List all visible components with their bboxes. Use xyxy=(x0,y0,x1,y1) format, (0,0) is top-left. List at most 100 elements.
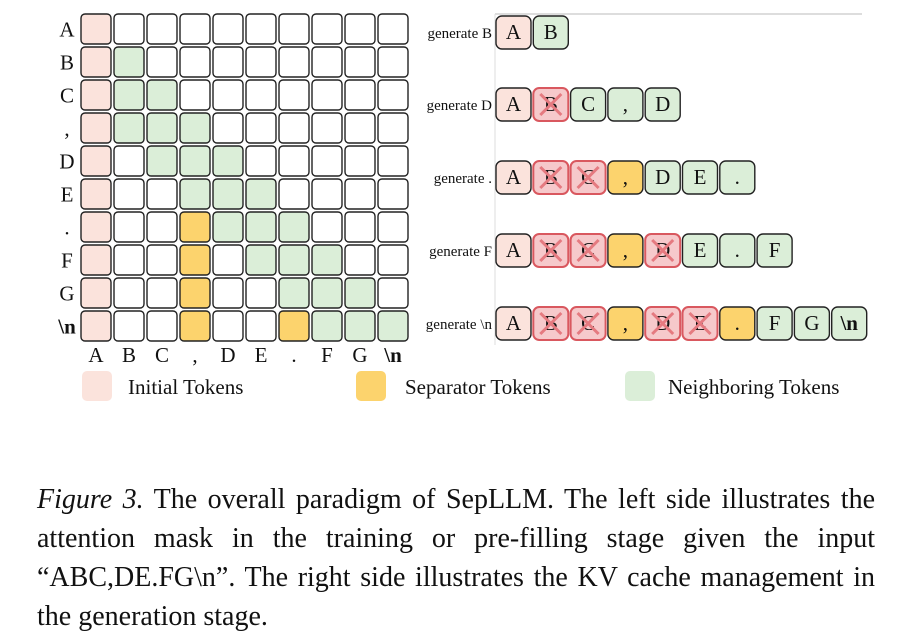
mask-cell xyxy=(113,277,145,309)
mask-cell xyxy=(80,277,112,309)
mask-cell xyxy=(113,112,145,144)
mask-cell xyxy=(146,112,178,144)
mask-cell xyxy=(146,13,178,45)
kv-cache-token: E xyxy=(694,165,707,189)
mask-cell xyxy=(80,46,112,78)
evicted-cross-icon xyxy=(651,238,675,263)
mask-cell xyxy=(311,145,343,177)
mask-cell xyxy=(179,112,211,144)
kv-cache-token: A xyxy=(506,311,522,335)
column-label: G xyxy=(352,343,367,367)
kv-cache-block xyxy=(681,160,719,195)
generation-label: generate \n xyxy=(426,317,493,333)
kv-cache-token: E xyxy=(694,238,707,262)
kv-cache-block xyxy=(793,306,831,341)
caption-prefix: Figure 3. xyxy=(37,484,144,515)
mask-cell xyxy=(311,13,343,45)
mask-cell xyxy=(377,13,409,45)
mask-cell xyxy=(146,79,178,111)
mask-cell xyxy=(179,46,211,78)
mask-cell xyxy=(146,178,178,210)
mask-cell xyxy=(245,178,277,210)
mask-cell xyxy=(80,112,112,144)
mask-cell xyxy=(80,145,112,177)
column-label: A xyxy=(88,343,104,367)
mask-cell xyxy=(179,277,211,309)
kv-cache-block xyxy=(532,15,569,50)
mask-cell xyxy=(245,277,277,309)
row-label: A xyxy=(59,18,75,42)
kv-cache-block xyxy=(756,306,793,341)
row-label: D xyxy=(59,150,74,174)
mask-cell xyxy=(344,79,376,111)
mask-cell xyxy=(278,277,310,309)
kv-cache-block xyxy=(607,306,644,341)
kv-cache-block xyxy=(495,160,532,195)
mask-cell xyxy=(311,310,343,342)
kv-cache-block xyxy=(756,233,793,268)
mask-cell xyxy=(245,244,277,276)
kv-cache-token: , xyxy=(623,165,628,189)
kv-cache-token: C xyxy=(581,92,595,116)
kv-cache-token: A xyxy=(506,165,522,189)
column-label: . xyxy=(291,343,296,367)
mask-cell xyxy=(179,310,211,342)
row-label: C xyxy=(60,84,74,108)
mask-cell xyxy=(212,277,244,309)
mask-cell xyxy=(146,211,178,243)
mask-cell xyxy=(311,79,343,111)
mask-cell xyxy=(212,145,244,177)
mask-cell xyxy=(344,211,376,243)
row-label: B xyxy=(60,51,74,75)
kv-cache-block xyxy=(719,233,756,268)
kv-cache-block xyxy=(644,160,681,195)
mask-cell xyxy=(311,277,343,309)
kv-cache-token: G xyxy=(804,311,819,335)
mask-cell xyxy=(146,310,178,342)
legend-label: Neighboring Tokens xyxy=(668,375,839,399)
mask-cell xyxy=(113,13,145,45)
legend-label: Separator Tokens xyxy=(405,375,551,399)
mask-cell xyxy=(278,310,310,342)
column-label: F xyxy=(321,343,333,367)
mask-cell xyxy=(311,112,343,144)
caption-text: The overall paradigm of SepLLM. The left… xyxy=(37,484,876,632)
legend-label: Initial Tokens xyxy=(128,375,243,399)
mask-cell xyxy=(344,310,376,342)
mask-cell xyxy=(80,211,112,243)
kv-cache-block xyxy=(644,87,681,122)
mask-cell xyxy=(179,178,211,210)
mask-cell xyxy=(278,145,310,177)
mask-cell xyxy=(212,13,244,45)
mask-cell xyxy=(311,178,343,210)
kv-cache-token: , xyxy=(623,238,628,262)
kv-cache-token: , xyxy=(623,311,628,335)
mask-cell xyxy=(344,145,376,177)
mask-cell xyxy=(377,79,409,111)
mask-cell xyxy=(113,211,145,243)
row-label: E xyxy=(61,183,74,207)
kv-cache-token: , xyxy=(623,92,628,116)
mask-cell xyxy=(344,13,376,45)
mask-cell xyxy=(311,211,343,243)
evicted-cross-icon xyxy=(539,238,563,263)
legend-swatch xyxy=(82,371,112,401)
mask-cell xyxy=(179,79,211,111)
kv-cache-block xyxy=(719,306,756,341)
mask-cell xyxy=(311,46,343,78)
mask-cell xyxy=(377,112,409,144)
mask-cell xyxy=(212,112,244,144)
kv-cache-token: . xyxy=(735,165,740,189)
generation-label: generate F xyxy=(429,244,492,260)
column-label: , xyxy=(192,343,197,367)
kv-cache-block xyxy=(607,233,644,268)
evicted-cross-icon xyxy=(539,311,563,336)
evicted-cross-icon xyxy=(651,311,675,336)
row-label: F xyxy=(61,249,73,273)
kv-cache-block xyxy=(495,233,532,268)
mask-cell xyxy=(212,310,244,342)
row-label: \n xyxy=(57,315,76,339)
mask-cell xyxy=(146,46,178,78)
mask-cell xyxy=(80,310,112,342)
